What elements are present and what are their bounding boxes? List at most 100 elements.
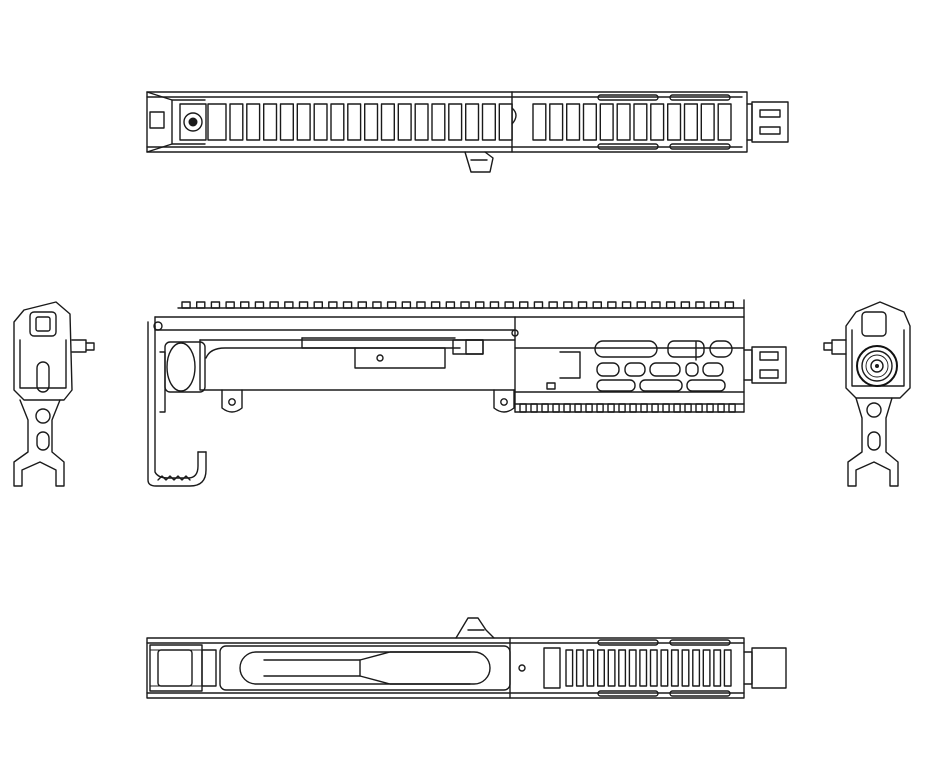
handguard-tooth: [718, 404, 724, 412]
rail-tooth: [461, 302, 469, 308]
handguard-tooth: [641, 404, 647, 412]
bottom-view-outline: [147, 638, 744, 698]
rail-tooth: [432, 302, 440, 308]
rail-tooth: [241, 302, 249, 308]
rail-tooth: [388, 302, 396, 308]
rail-slot: [331, 104, 344, 140]
handguard-tooth: [553, 404, 559, 412]
rail-tooth: [197, 302, 205, 308]
rail-slot: [672, 650, 679, 686]
rail-tooth: [476, 302, 484, 308]
rail-tooth: [270, 302, 278, 308]
rail-slot: [577, 650, 584, 686]
rail-tooth: [329, 302, 337, 308]
rail-slot: [600, 104, 613, 140]
bottom-view-charging-handle-tab: [456, 618, 494, 638]
rail-slot: [598, 650, 605, 686]
rail-tooth: [344, 302, 352, 308]
handguard-tooth: [542, 404, 548, 412]
rail-tooth: [608, 302, 616, 308]
rail-slot: [617, 104, 630, 140]
rail-tooth: [681, 302, 689, 308]
rail-slot: [550, 104, 563, 140]
rail-tooth: [211, 302, 219, 308]
rail-slot: [483, 104, 496, 140]
bottom-view-stock-end: [150, 645, 216, 691]
rail-tooth: [652, 302, 660, 308]
rail-slot: [466, 104, 479, 140]
rail-tooth: [373, 302, 381, 308]
rail-slot: [608, 650, 615, 686]
side-view-sling-loops: [222, 390, 514, 412]
rail-tooth: [255, 302, 263, 308]
rail-slot: [682, 650, 689, 686]
bottom-view-magwell-slot: [220, 646, 510, 690]
rail-slot: [619, 650, 626, 686]
rail-slot: [714, 650, 721, 686]
rail-slot: [584, 104, 597, 140]
rail-slot: [629, 650, 636, 686]
rail-tooth: [711, 302, 719, 308]
rail-slot: [567, 104, 580, 140]
bottom-view-muzzle-device: [744, 648, 786, 688]
rail-slot: [651, 650, 658, 686]
rail-slot: [661, 650, 668, 686]
rail-tooth: [417, 302, 425, 308]
handguard-tooth: [652, 404, 658, 412]
rail-slot: [281, 104, 294, 140]
handguard-tooth: [729, 404, 735, 412]
rail-slot: [432, 104, 445, 140]
bottom-view-front-section: [519, 640, 731, 696]
rail-slot: [533, 104, 546, 140]
handguard-tooth: [663, 404, 669, 412]
side-view-folding-stock: [148, 322, 206, 486]
top-view-rail-slots: [230, 104, 731, 140]
rail-tooth: [520, 302, 528, 308]
rail-tooth: [182, 302, 190, 308]
rail-slot: [634, 104, 647, 140]
top-view-handguard-cutouts: [598, 95, 730, 149]
top-view: [147, 92, 788, 172]
rail-tooth: [226, 302, 234, 308]
rail-slot: [499, 104, 512, 140]
rail-tooth: [505, 302, 513, 308]
side-view-stock-hinge-cylinder: [165, 342, 205, 392]
front-end-view: [824, 302, 910, 486]
rear-end-view: [14, 302, 94, 486]
rail-slot: [449, 104, 462, 140]
side-view: [148, 300, 786, 486]
rail-slot: [701, 104, 714, 140]
rail-slot: [348, 104, 361, 140]
rail-slot: [264, 104, 277, 140]
handguard-tooth: [674, 404, 680, 412]
rail-tooth: [285, 302, 293, 308]
handguard-tooth: [696, 404, 702, 412]
rail-tooth: [593, 302, 601, 308]
rail-slot: [685, 104, 698, 140]
rail-tooth: [446, 302, 454, 308]
rail-slot: [566, 650, 573, 686]
rail-tooth: [358, 302, 366, 308]
rail-slot: [718, 104, 731, 140]
rail-tooth: [623, 302, 631, 308]
rail-tooth: [696, 302, 704, 308]
rail-tooth: [564, 302, 572, 308]
side-view-receiver: [155, 317, 518, 412]
rail-slot: [703, 650, 710, 686]
side-view-muzzle-device: [744, 347, 786, 383]
handguard-tooth: [707, 404, 713, 412]
handguard-tooth: [531, 404, 537, 412]
handguard-tooth: [630, 404, 636, 412]
rail-tooth: [534, 302, 542, 308]
rail-slot: [640, 650, 647, 686]
rail-tooth: [402, 302, 410, 308]
rail-tooth: [300, 302, 308, 308]
rail-slot: [398, 104, 411, 140]
rail-slot: [587, 650, 594, 686]
rail-slot: [247, 104, 260, 140]
top-view-bolt-release-tab: [465, 152, 493, 172]
rail-tooth: [314, 302, 322, 308]
rail-tooth: [579, 302, 587, 308]
handguard-tooth: [586, 404, 592, 412]
